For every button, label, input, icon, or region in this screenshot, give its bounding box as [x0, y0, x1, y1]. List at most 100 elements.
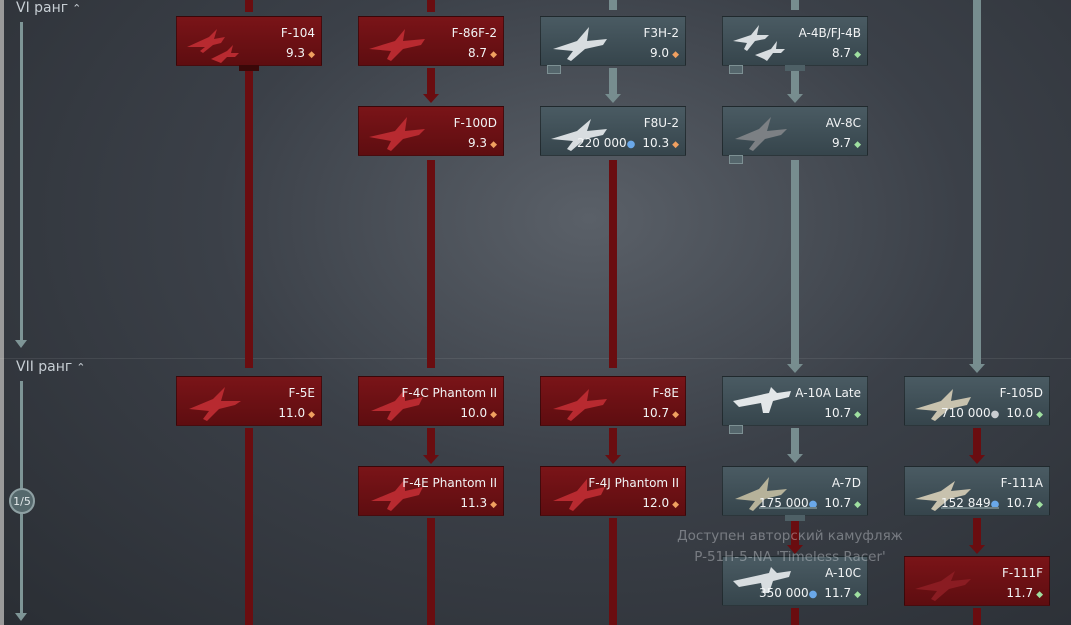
diamond-icon: ◆	[490, 500, 497, 510]
vehicle-card-a-10a-late[interactable]: A-10A Late 10.7◆	[722, 376, 868, 434]
jet-icon	[553, 27, 607, 61]
arrow-marker-icon: ◆	[854, 140, 861, 150]
vehicle-name: F-4E Phantom II	[402, 476, 497, 490]
research-cost: 350 000	[759, 586, 809, 600]
vehicle-name: F-111F	[1001, 566, 1043, 580]
jet-icon	[915, 571, 971, 601]
research-progress-bar	[759, 507, 817, 509]
vehicle-card-a-10c[interactable]: A-10C 350 000● 11.7◆	[722, 556, 868, 606]
diamond-icon: ◆	[672, 500, 679, 510]
jet-icon	[733, 567, 791, 593]
vehicle-card-f-100d[interactable]: F-100D 9.3◆	[358, 106, 504, 156]
tree-arrow	[969, 455, 985, 464]
tree-arrow	[787, 94, 803, 103]
arrow-marker-icon: ◆	[854, 590, 861, 600]
vehicle-card-f-8e[interactable]: F-8E 10.7◆	[540, 376, 686, 426]
vehicle-name: F-111A	[1000, 476, 1043, 490]
arrow-marker-icon: ◆	[854, 410, 861, 420]
jet-icon	[735, 117, 787, 151]
tree-connector	[609, 428, 617, 456]
camo-note-line1: Доступен авторский камуфляж	[677, 528, 903, 544]
battle-rating: 11.3	[460, 496, 488, 510]
vehicle-card-f-105d[interactable]: F-105D 710 000● 10.0◆	[904, 376, 1050, 426]
battle-rating: 11.0	[278, 406, 306, 420]
vehicle-name: F-105D	[999, 386, 1043, 400]
arrow-marker-icon: ◆	[854, 50, 861, 60]
vehicle-name: A-10C	[825, 566, 861, 580]
vehicle-card-f-4c-phantom-ii[interactable]: F-4C Phantom II 10.0◆	[358, 376, 504, 426]
diamond-icon: ◆	[308, 50, 315, 60]
vehicle-card-f-86f-2[interactable]: F-86F-2 8.7◆	[358, 16, 504, 66]
vehicle-name: F8U-2	[643, 116, 679, 130]
tree-connector	[973, 518, 981, 546]
vehicle-card-f8u-2[interactable]: F8U-2 220 000● 10.3◆	[540, 106, 686, 156]
tree-connector	[791, 608, 799, 625]
diamond-icon: ◆	[672, 50, 679, 60]
vehicle-card-f-4j-phantom-ii[interactable]: F-4J Phantom II 12.0◆	[540, 466, 686, 516]
research-cost: 220 000	[577, 136, 627, 150]
vehicle-card-a-7d[interactable]: A-7D 175 000● 10.7◆	[722, 466, 868, 521]
vehicle-card-f-5e[interactable]: F-5E 11.0◆	[176, 376, 322, 426]
battle-rating: 11.7	[824, 586, 852, 600]
vehicle-card-f-111f[interactable]: F-111F 11.7◆	[904, 556, 1050, 606]
tree-connector	[427, 518, 435, 625]
arrow-marker-icon: ◆	[1036, 410, 1043, 420]
vehicle-card-av-8c[interactable]: AV-8C 9.7◆	[722, 106, 868, 164]
research-point-icon: ●	[626, 139, 636, 150]
battle-rating: 9.7	[831, 136, 852, 150]
jet-icon	[915, 389, 971, 421]
tree-arrow	[787, 545, 803, 554]
jet-group-icon	[187, 29, 239, 63]
vehicle-card-f-111a[interactable]: F-111A 152 849● 10.7◆	[904, 466, 1050, 516]
battle-rating: 10.0	[1006, 406, 1034, 420]
battle-rating: 10.3	[642, 136, 670, 150]
diamond-icon: ◆	[490, 50, 497, 60]
camouflage-notification: Доступен авторский камуфляж P-51H-5-NA '…	[665, 526, 915, 568]
vehicle-card-f-4e-phantom-ii[interactable]: F-4E Phantom II 11.3◆	[358, 466, 504, 516]
rank-divider	[0, 358, 1071, 359]
page-indicator[interactable]: 1/5	[9, 488, 35, 514]
vehicle-name: F-4J Phantom II	[588, 476, 679, 490]
tree-connector	[245, 0, 253, 12]
vehicle-card-f3h-2[interactable]: F3H-2 9.0◆	[540, 16, 686, 74]
vehicle-name: F-86F-2	[451, 26, 497, 40]
tree-connector	[427, 68, 435, 96]
tree-connector	[973, 0, 981, 364]
battle-rating: 9.0	[649, 46, 670, 60]
tree-connector	[973, 608, 981, 625]
research-point-icon: ●	[990, 499, 1000, 510]
tree-arrow	[969, 545, 985, 554]
rank-vi-header[interactable]: VI ранг⌃	[16, 0, 81, 16]
rank-vii-header[interactable]: VII ранг⌃	[16, 359, 85, 375]
arrow-marker-icon: ◆	[1036, 590, 1043, 600]
group-stack-indicator[interactable]	[239, 65, 259, 71]
group-stack-indicator[interactable]	[785, 515, 805, 521]
group-stack-indicator[interactable]	[785, 65, 805, 71]
jet-icon	[915, 481, 971, 511]
jet-icon	[551, 119, 607, 151]
nation-tag-icon	[729, 425, 743, 434]
purchase-cost: 710 000	[941, 406, 991, 420]
jet-icon	[735, 477, 787, 511]
nation-tag-icon	[729, 155, 743, 164]
battle-rating: 10.7	[824, 496, 852, 510]
tree-connector	[609, 68, 617, 96]
research-cost: 152 849	[941, 496, 991, 510]
vehicle-card-f-104[interactable]: F-104 9.3◆	[176, 16, 322, 71]
jet-icon	[553, 479, 605, 511]
tree-connector	[427, 0, 435, 12]
vehicle-name: F-104	[280, 26, 315, 40]
diamond-icon: ◆	[672, 410, 679, 420]
jet-icon	[733, 387, 791, 413]
vehicle-card-a-4b-fj-4b[interactable]: A-4B/FJ-4B 8.7◆	[722, 16, 868, 74]
tree-connector	[245, 68, 253, 368]
rank-vi-arrow	[15, 340, 27, 348]
research-progress-bar	[941, 507, 999, 509]
tree-connector	[791, 160, 799, 364]
battle-rating: 10.7	[642, 406, 670, 420]
jet-icon	[371, 389, 423, 421]
vehicle-name: F-100D	[453, 116, 497, 130]
battle-rating: 8.7	[467, 46, 488, 60]
nation-tag-icon	[547, 65, 561, 74]
research-cost: 175 000	[759, 496, 809, 510]
